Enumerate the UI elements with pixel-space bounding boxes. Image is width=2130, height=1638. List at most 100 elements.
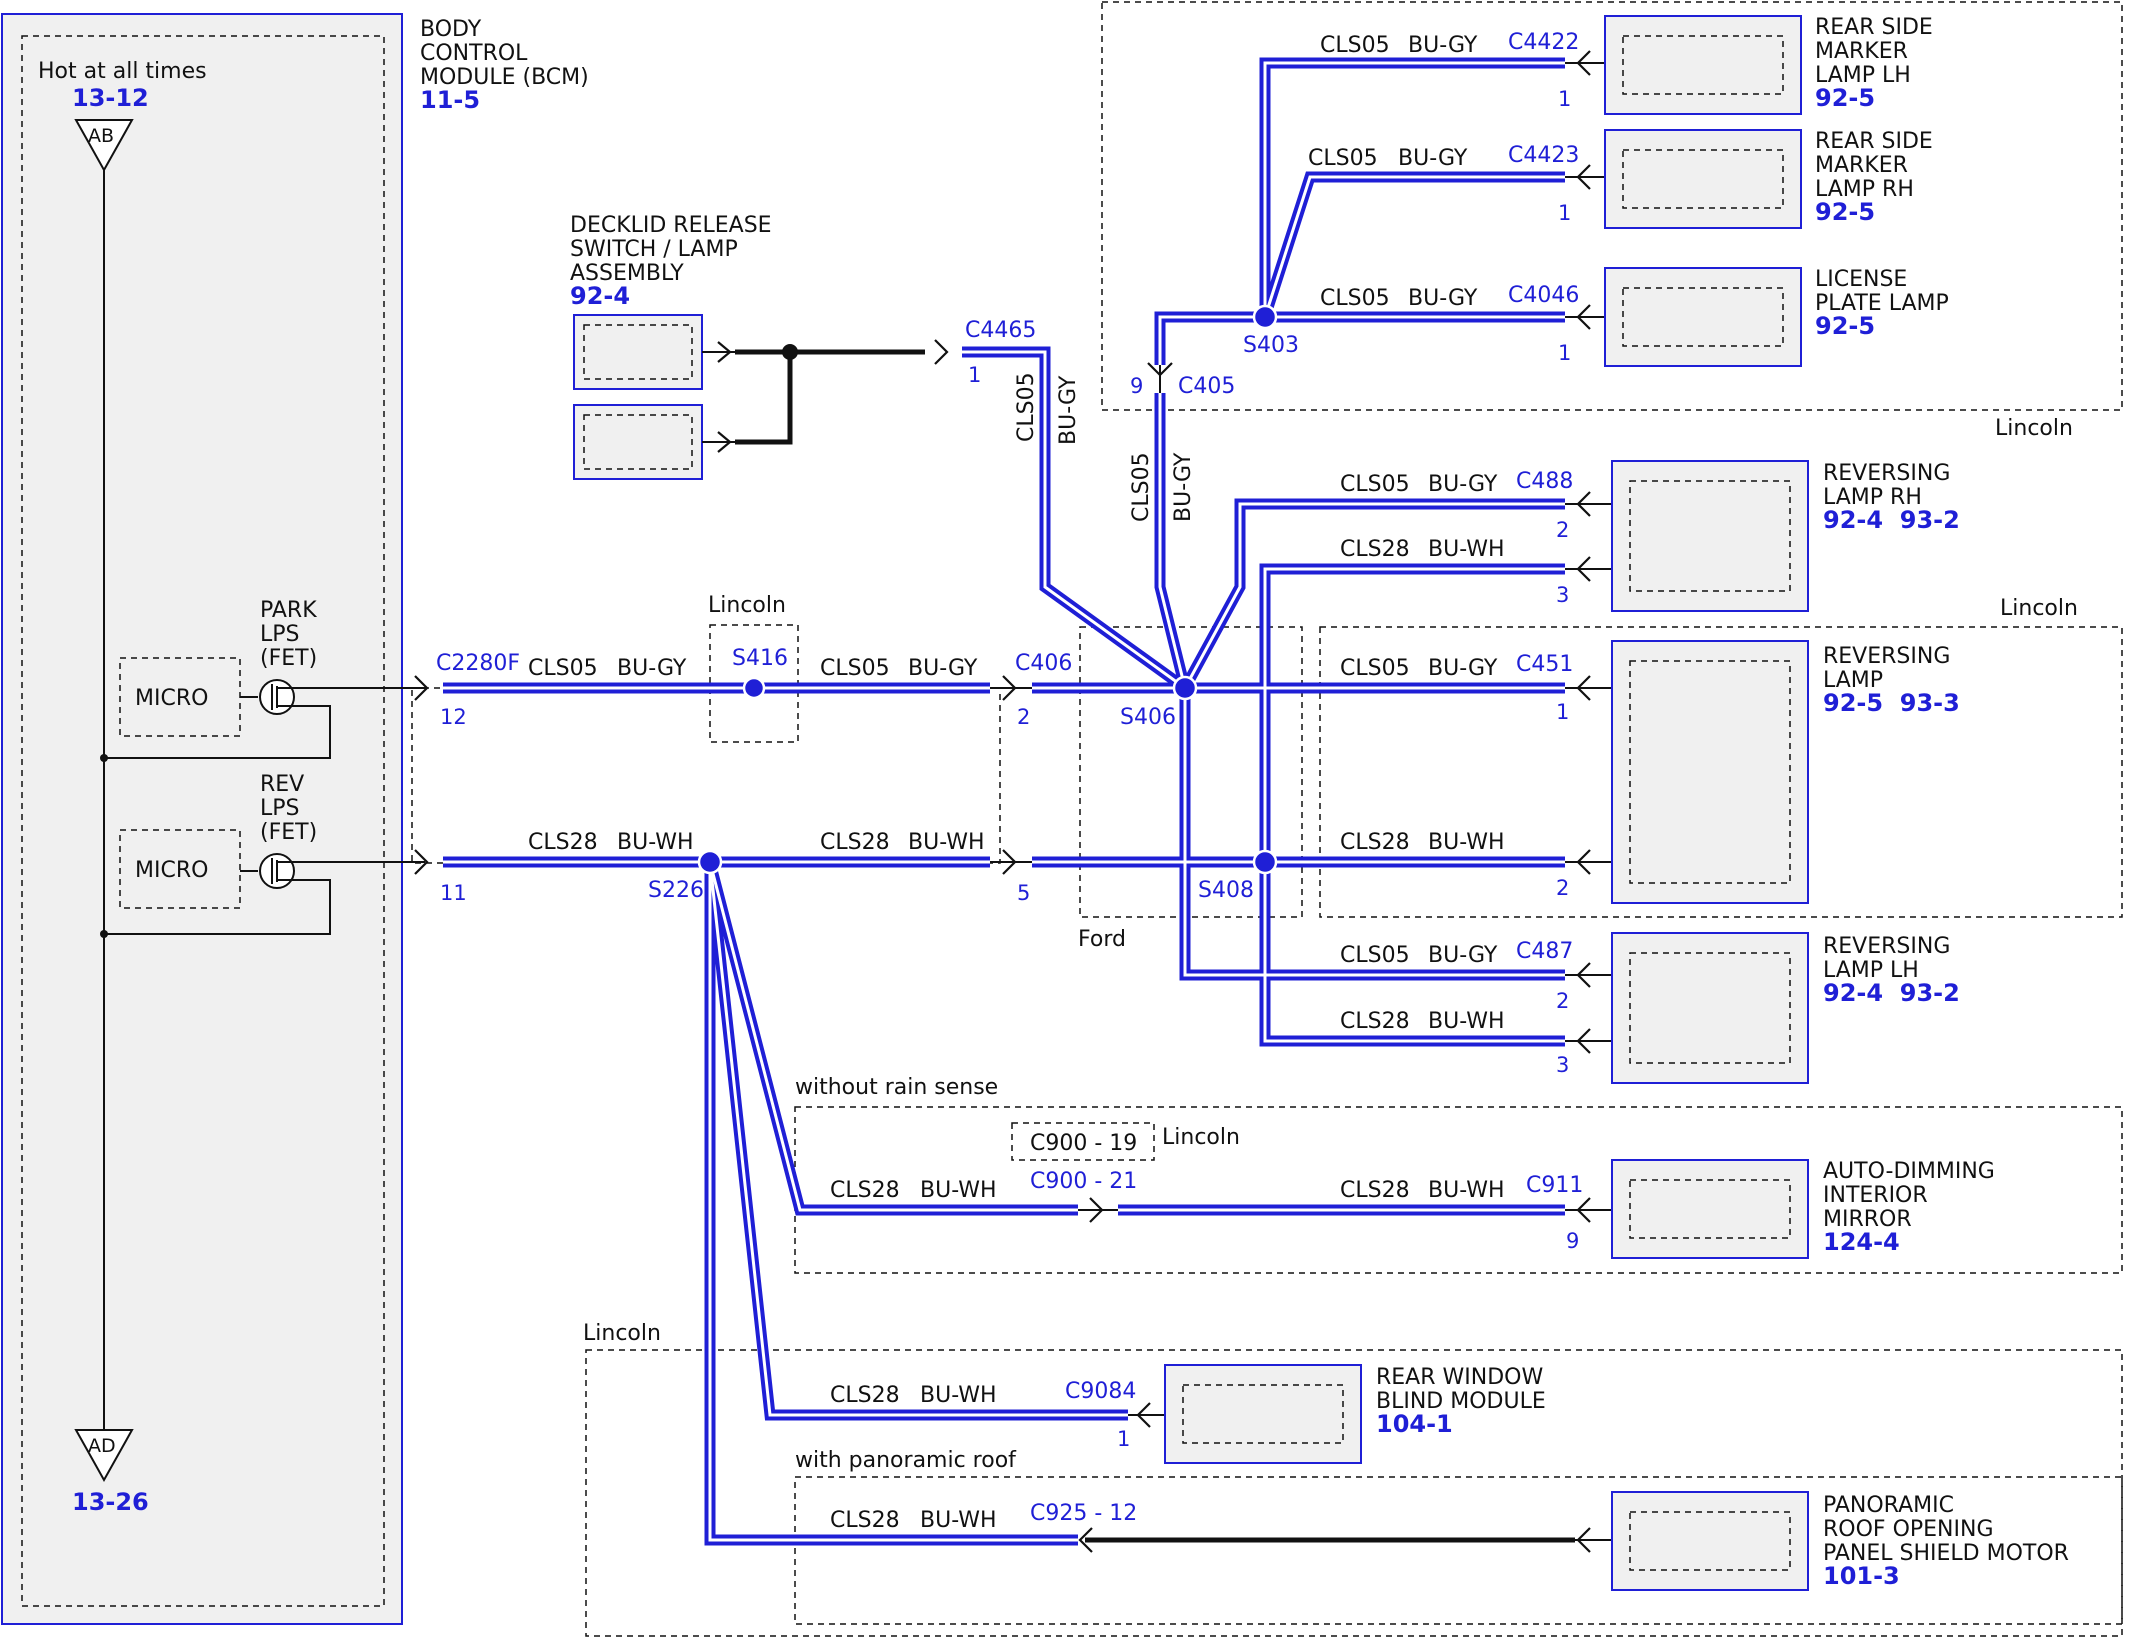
rev-fet-source (104, 879, 331, 935)
mirror-box (1611, 1159, 1809, 1259)
mirror-line-3: MIRROR (1823, 1207, 1912, 1232)
c406-label: C406 (1015, 651, 1072, 676)
wl-c451-b-color: BU-WH (1428, 830, 1505, 855)
wl-c4046-circuit: CLS05 (1320, 286, 1390, 311)
region-with-pano (794, 1476, 2123, 1625)
rear-side-rh-ref: 92-5 (1815, 198, 1875, 226)
wire-s403-c4423-core (1263, 175, 1565, 318)
load-connector-arrows (1128, 50, 1632, 1553)
rear-side-rh-line-1: REAR SIDE (1815, 129, 1933, 154)
rev-lh-line-2: LAMP LH (1823, 958, 1919, 983)
rev-lh-ref: 92-4 93-2 (1823, 979, 1960, 1007)
decklid-name-line-2: SWITCH / LAMP (570, 237, 738, 262)
c925-12-label: C925 - 12 (1030, 1501, 1137, 1526)
hot-at-all-times-label: Hot at all times (38, 59, 207, 84)
c4423-pin: 1 (1558, 201, 1571, 225)
wl-c487-a-color: BU-GY (1428, 943, 1498, 968)
bottom-ref: 13-26 (72, 1488, 149, 1516)
splice-s226 (697, 849, 723, 875)
c406-pin-5: 5 (1017, 881, 1030, 905)
rear-side-lh-inner (1622, 35, 1784, 95)
wire-c405-s406 (1154, 393, 1191, 690)
rev-line-1: REV (260, 772, 304, 797)
rev-center-inner (1629, 660, 1791, 884)
wire-s226-c900-core (708, 861, 1078, 1212)
wl-c4422-color: BU-GY (1408, 33, 1478, 58)
decklid-lamp-arrow (717, 431, 732, 453)
license-line-1: LICENSE (1815, 267, 1907, 292)
splice-s406 (1172, 675, 1198, 701)
s406-label: S406 (1120, 705, 1176, 730)
wl-c487-b-color: BU-WH (1428, 1009, 1505, 1034)
bcm-box (1, 13, 403, 1625)
wl-c900-circuit: CLS28 (830, 1178, 900, 1203)
wire-s408-c488-pin3 (1259, 563, 1565, 862)
rear-side-rh-line-2: MARKER (1815, 153, 1908, 178)
blind-inner (1182, 1384, 1344, 1444)
wire-s226-c925-core (708, 862, 1078, 1542)
wl-c911-circuit: CLS28 (1340, 1178, 1410, 1203)
wl-park-2-color: BU-GY (908, 656, 978, 681)
c911-label: C911 (1526, 1173, 1583, 1198)
wl-decklid-circuit: CLS05 (1014, 372, 1039, 442)
mirror-line-1: AUTO-DIMMING (1823, 1159, 1995, 1184)
rev-lh-box (1611, 932, 1809, 1084)
rear-side-rh-inner (1622, 149, 1784, 209)
decklid-switch-box (573, 314, 703, 390)
mirror-line-2: INTERIOR (1823, 1183, 1928, 1208)
c405-pin: 9 (1130, 374, 1143, 398)
rev-center-ref: 92-5 93-3 (1823, 689, 1960, 717)
wire-s226-c900 (704, 860, 1078, 1216)
c488-arrow-a (1576, 491, 1591, 517)
wire-inner-group (443, 61, 1565, 1542)
wl-c4422-circuit: CLS05 (1320, 33, 1390, 58)
license-ref: 92-5 (1815, 312, 1875, 340)
rev-center-line-2: LAMP (1823, 668, 1883, 693)
wl-c405-circuit: CLS05 (1129, 452, 1154, 522)
wl-c9084-color: BU-WH (920, 1383, 997, 1408)
c488-pin-3: 3 (1556, 583, 1569, 607)
decklid-switch-arrow (717, 341, 732, 363)
c4046-label: C4046 (1508, 283, 1579, 308)
region-without-rain (794, 1106, 2123, 1274)
wl-rev-1-color: BU-WH (617, 830, 694, 855)
wl-c911-color: BU-WH (1428, 1178, 1505, 1203)
wire-s408-c487-pin3-core (1263, 862, 1565, 1043)
park-fet-gate (271, 684, 292, 710)
wl-park-1-circuit: CLS05 (528, 656, 598, 681)
c911-pin: 9 (1566, 1229, 1579, 1253)
park-fet-source (104, 705, 331, 759)
rear-side-rh-line-3: LAMP RH (1815, 177, 1914, 202)
wl-rev-2-color: BU-WH (908, 830, 985, 855)
region-lincoln-mid (1319, 626, 2123, 918)
wl-c488-b-circuit: CLS28 (1340, 537, 1410, 562)
blind-ref: 104-1 (1376, 1410, 1453, 1438)
park-micro-label: MICRO (135, 686, 208, 711)
license-inner (1622, 287, 1784, 347)
wire-s406-c487-core (1183, 688, 1565, 977)
wire-s406-c488-core (1183, 502, 1565, 689)
s403-label: S403 (1243, 333, 1299, 358)
region-ford-label: Ford (1078, 927, 1126, 952)
rear-side-lh-line-2: MARKER (1815, 39, 1908, 64)
c900-19-label: C900 - 19 (1030, 1131, 1137, 1156)
c406-park-arrow (1002, 675, 1017, 701)
s416-lincoln-label: Lincoln (708, 593, 786, 618)
wl-c4046-color: BU-GY (1408, 286, 1478, 311)
c487-pin-3: 3 (1556, 1053, 1569, 1077)
c925-arrow (1078, 1527, 1093, 1553)
c4423-label: C4423 (1508, 143, 1579, 168)
c9084-label: C9084 (1065, 1379, 1136, 1404)
wl-c451-a-color: BU-GY (1428, 656, 1498, 681)
c406-rev-arrow (1002, 849, 1017, 875)
pano-line-2: ROOF OPENING (1823, 1517, 1994, 1542)
c4465-pin: 1 (968, 363, 981, 387)
mirror-inner (1629, 1179, 1791, 1239)
wire-c405-s403-core (1158, 315, 1265, 365)
license-line-2: PLATE LAMP (1815, 291, 1949, 316)
decklid-junction (782, 344, 798, 360)
rev-rail-junction (100, 930, 108, 938)
wl-c4423-color: BU-GY (1398, 146, 1468, 171)
wl-c488-a-color: BU-GY (1428, 472, 1498, 497)
c488-pin-2: 2 (1556, 518, 1569, 542)
